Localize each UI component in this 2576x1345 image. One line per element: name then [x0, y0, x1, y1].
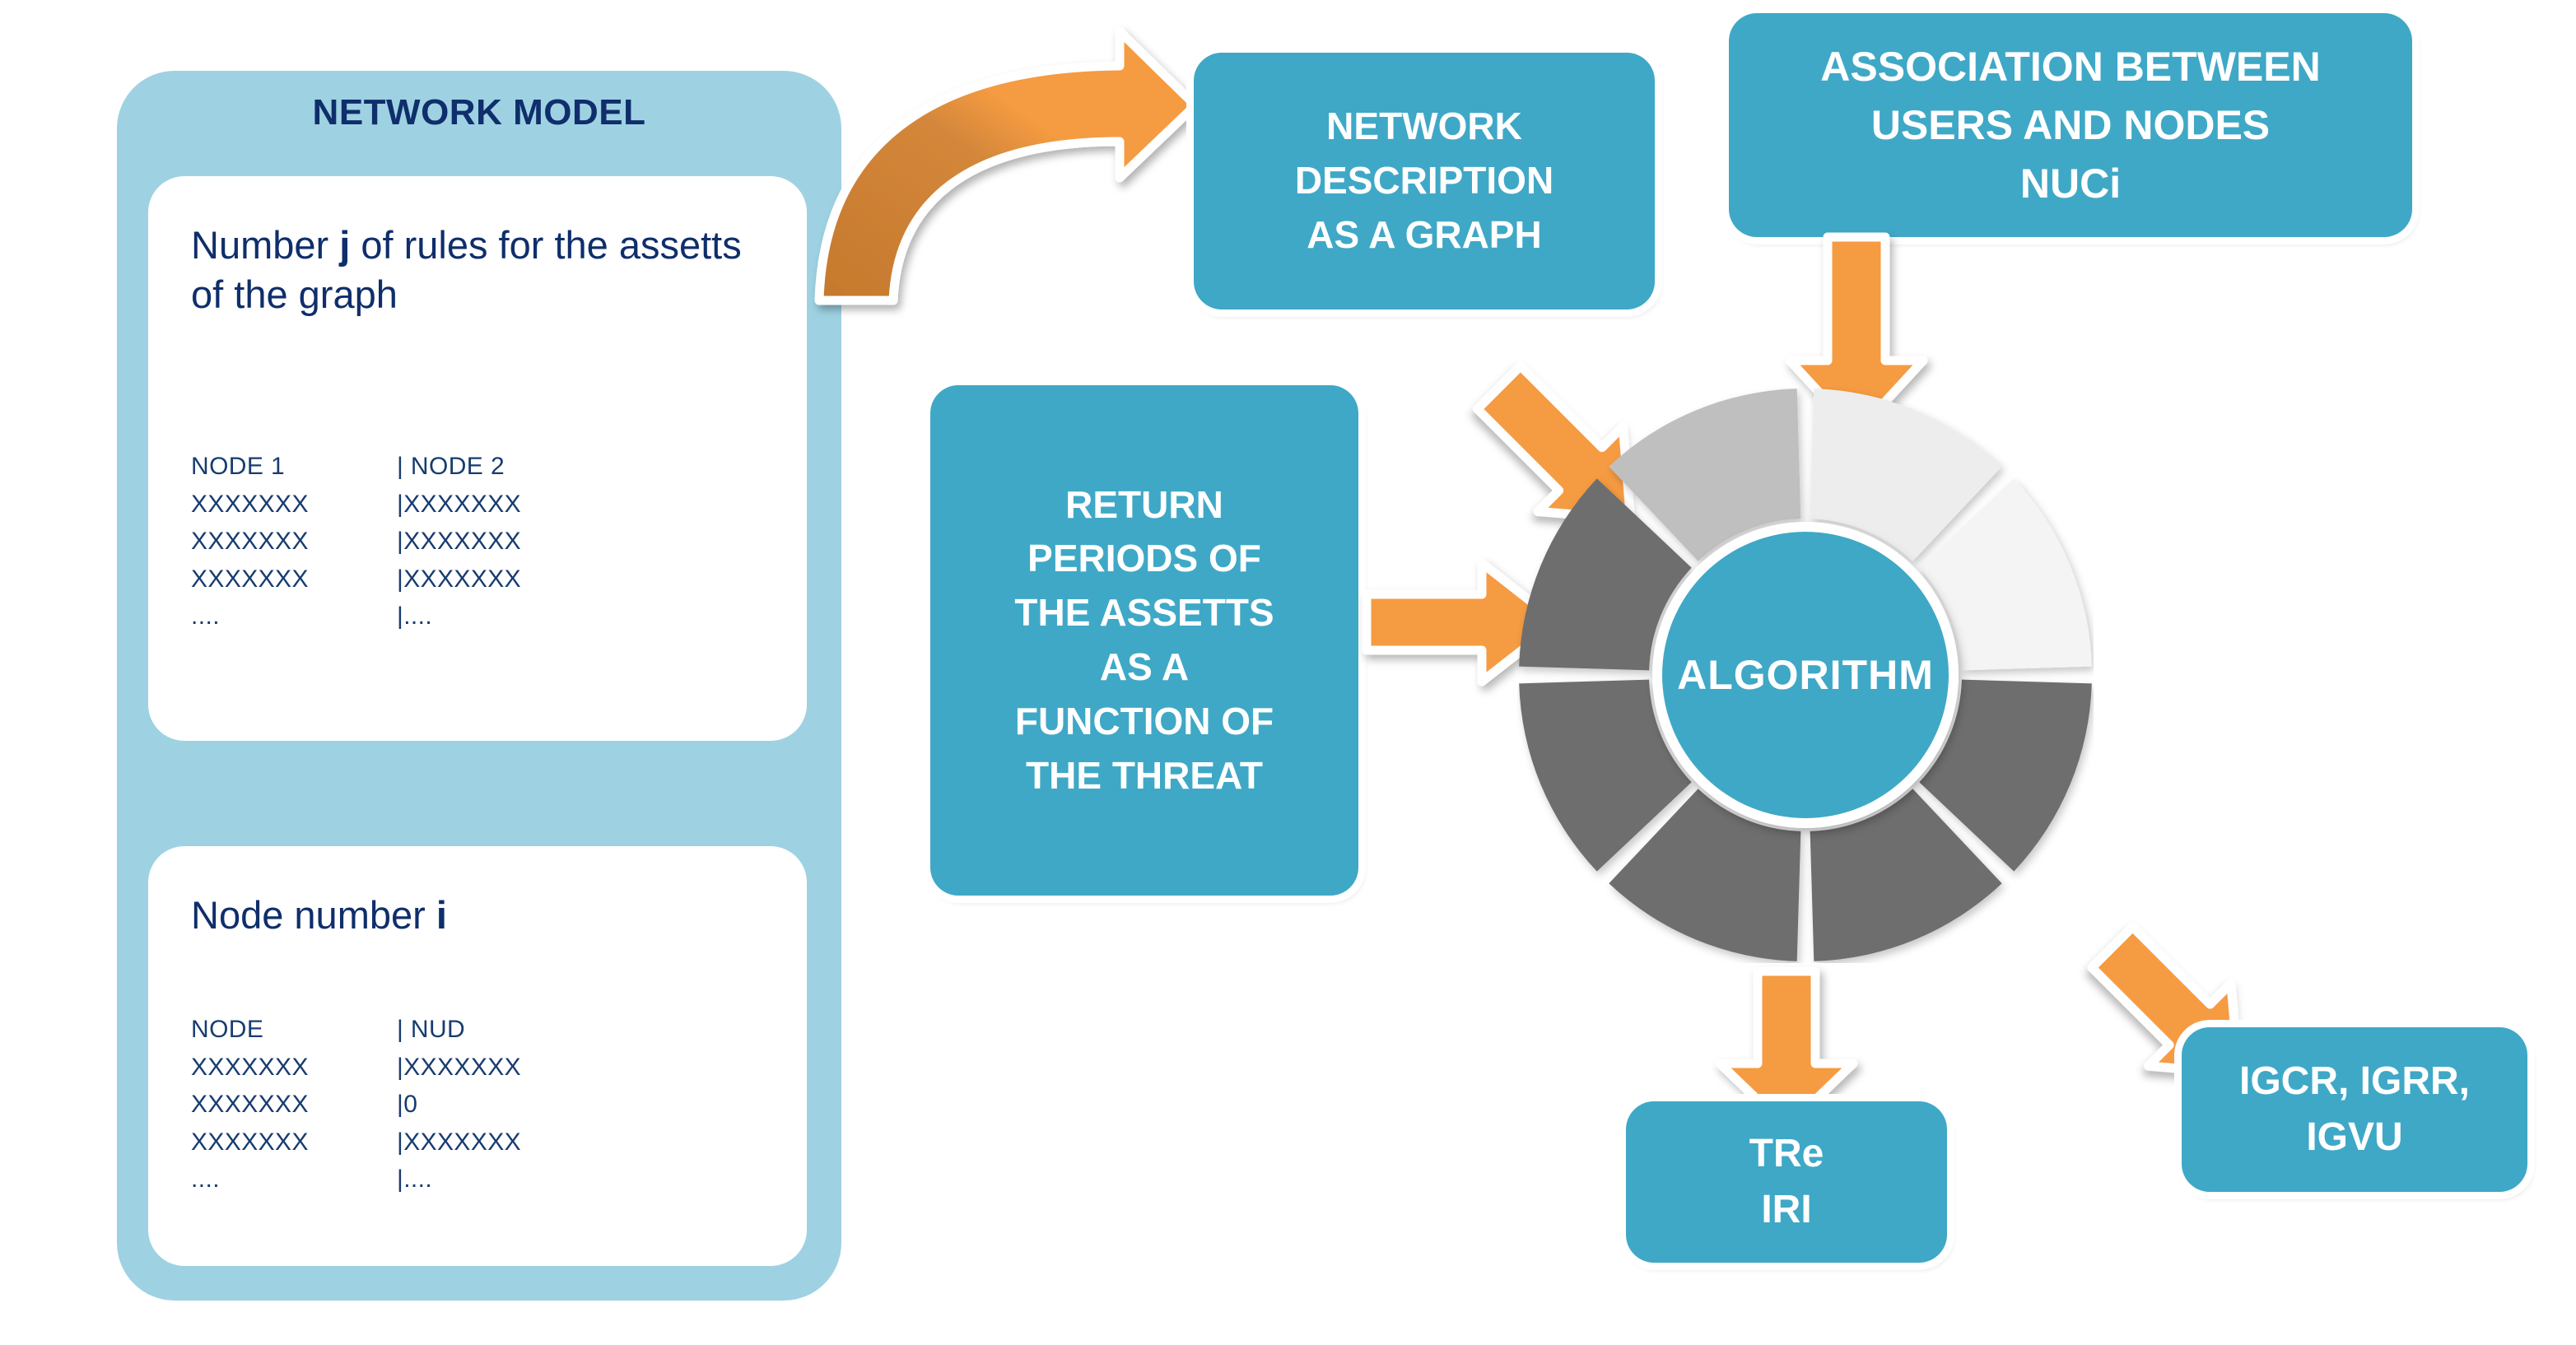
rules-table: NODE 1 | NODE 2 XXXXXXX |XXXXXXX XXXXXXX… — [191, 448, 521, 635]
box-output-tre-iri-line-1: TRe — [1749, 1131, 1824, 1175]
box-return-periods-line-6: THE THREAT — [1026, 753, 1263, 797]
box-output-indices[interactable]: IGCR, IGRR, IGVU — [2182, 1027, 2527, 1192]
cell: .... — [191, 603, 220, 631]
box-association-line-3: NUCi — [2019, 160, 2122, 207]
box-return-periods-line-5: FUNCTION OF — [1014, 699, 1274, 742]
cell: |XXXXXXX — [397, 490, 522, 518]
box-network-description-line-1: NETWORK — [1326, 105, 1522, 148]
cell: XXXXXXX — [191, 1128, 309, 1156]
box-association-users-nodes[interactable]: ASSOCIATION BETWEEN USERS AND NODES NUCi — [1729, 13, 2412, 237]
box-return-periods-line-2: PERIODS OF — [1027, 537, 1261, 580]
cell: |XXXXXXX — [397, 565, 522, 593]
wheel-segment-6 — [1519, 679, 1692, 872]
wheel-segment-7 — [1519, 478, 1692, 671]
column-header-nud: | NUD — [397, 1016, 466, 1043]
cell: |XXXXXXX — [397, 1128, 522, 1156]
table-header-row: NODE 1 | NODE 2 — [191, 448, 521, 486]
cell: |XXXXXXX — [397, 1053, 522, 1081]
wheel-segment-5 — [1609, 789, 1801, 961]
card-rules-heading-pre: Number — [191, 223, 340, 267]
box-association-line-2: USERS AND NODES — [1870, 101, 2271, 148]
cell: XXXXXXX — [191, 490, 309, 518]
box-network-description-line-2: DESCRIPTION — [1294, 159, 1554, 202]
box-return-periods[interactable]: RETURN PERIODS OF THE ASSETTS AS A FUNCT… — [930, 385, 1358, 896]
algorithm-hub — [1662, 532, 1949, 818]
box-association-line-1: ASSOCIATION BETWEEN — [1820, 43, 2321, 90]
cell: |XXXXXXX — [397, 528, 522, 556]
table-row: .... |.... — [191, 1161, 521, 1198]
box-return-periods-line-3: THE ASSETTS — [1014, 591, 1274, 635]
network-model-title: NETWORK MODEL — [312, 92, 646, 133]
table-row: XXXXXXX |XXXXXXX — [191, 1049, 521, 1087]
card-rules-heading-symbol: j — [339, 223, 351, 267]
table-row: XXXXXXX |XXXXXXX — [191, 1124, 521, 1161]
table-row: XXXXXXX |XXXXXXX — [191, 523, 521, 561]
box-return-periods-line-4: AS A — [1099, 645, 1190, 688]
table-row: XXXXXXX |0 — [191, 1086, 521, 1124]
cell: |.... — [397, 1166, 433, 1194]
box-output-indices-line-2: IGVU — [2306, 1115, 2403, 1159]
box-network-description-line-3: AS A GRAPH — [1307, 212, 1542, 256]
algorithm-wheel: ALGORITHM — [1517, 387, 2094, 963]
card-nodes: Node number i NODE | NUD XXXXXXX |XXXXXX… — [148, 846, 807, 1266]
box-output-indices-line-1: IGCR, IGRR, — [2238, 1059, 2470, 1103]
cell: |.... — [397, 603, 433, 631]
arrow-algorithm-to-tre-iri-icon — [1700, 966, 1873, 1136]
cell: |0 — [397, 1091, 418, 1119]
card-rules: Number j of rules for the assetts of the… — [148, 176, 807, 741]
wheel-segment-3 — [1919, 679, 2092, 872]
box-output-tre-iri[interactable]: TRe IRI — [1626, 1101, 1947, 1263]
card-nodes-heading: Node number i — [191, 891, 784, 940]
wheel-segment-4 — [1810, 789, 2002, 961]
wheel-segment-1 — [1810, 389, 2002, 561]
table-row: XXXXXXX |XXXXXXX — [191, 486, 521, 524]
column-header-node2: | NODE 2 — [397, 453, 505, 480]
table-row: XXXXXXX |XXXXXXX — [191, 561, 521, 598]
box-network-description[interactable]: NETWORK DESCRIPTION AS A GRAPH — [1194, 53, 1655, 309]
box-return-periods-line-1: RETURN — [1065, 482, 1223, 526]
cell: XXXXXXX — [191, 565, 309, 593]
cell: XXXXXXX — [191, 1053, 309, 1081]
card-nodes-heading-symbol: i — [436, 893, 447, 937]
table-row: .... |.... — [191, 598, 521, 635]
cell: .... — [191, 1166, 220, 1194]
table-header-row: NODE | NUD — [191, 1011, 521, 1049]
wheel-segment-8 — [1609, 389, 1801, 561]
column-header-node: NODE — [191, 1016, 264, 1043]
cell: XXXXXXX — [191, 528, 309, 556]
card-nodes-heading-pre: Node number — [191, 893, 436, 937]
card-rules-heading-post: of rules for the assetts of the graph — [191, 223, 742, 317]
wheel-segment-2 — [1919, 478, 2092, 671]
arrow-return-periods-to-algorithm-icon — [1362, 556, 1572, 688]
cell: XXXXXXX — [191, 1091, 309, 1119]
box-output-tre-iri-line-2: IRI — [1761, 1188, 1812, 1231]
card-rules-heading: Number j of rules for the assetts of the… — [191, 221, 784, 319]
curved-arrow-model-to-description-icon — [774, 16, 1218, 329]
nodes-table: NODE | NUD XXXXXXX |XXXXXXX XXXXXXX |0 X… — [191, 1011, 521, 1198]
column-header-node1: NODE 1 — [191, 453, 286, 480]
arrow-association-to-algorithm-icon — [1762, 232, 1951, 443]
